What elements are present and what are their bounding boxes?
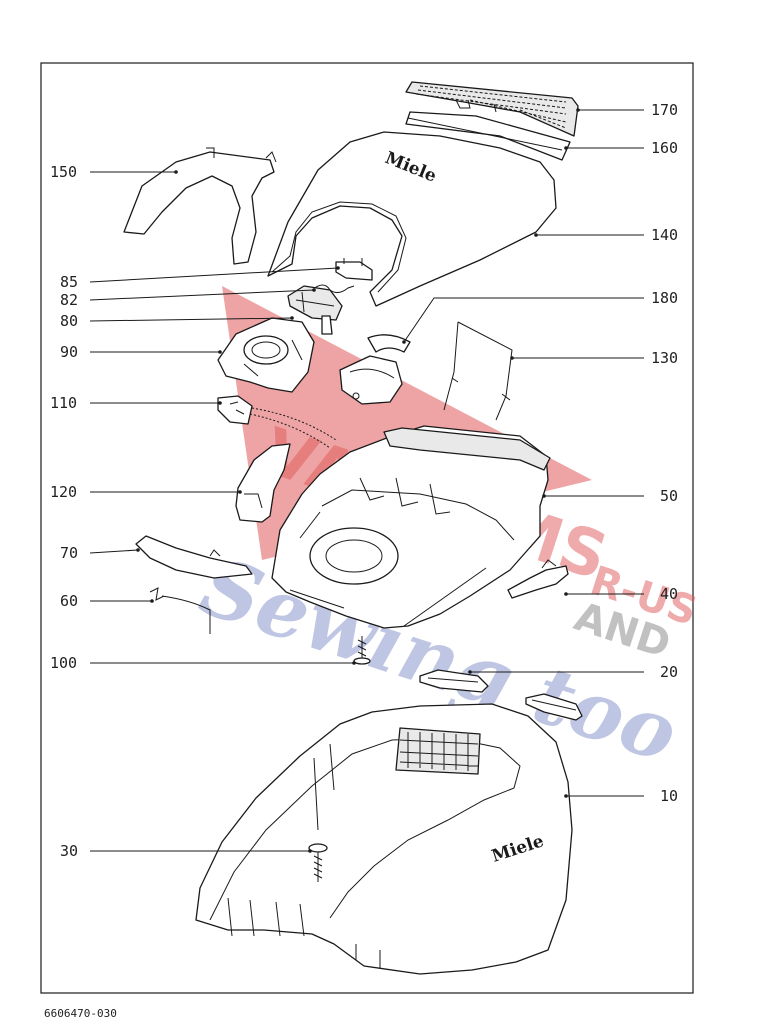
label-85: 85 xyxy=(60,273,78,291)
callout-82: 82 xyxy=(60,288,316,309)
part-140-lid: Miele xyxy=(267,131,557,307)
part-70-bumper-strip xyxy=(135,535,253,579)
callout-150: 150 xyxy=(50,163,178,181)
part-50-top-housing xyxy=(271,425,551,629)
part-30-screw xyxy=(308,843,328,882)
label-100: 100 xyxy=(50,654,77,672)
label-110: 110 xyxy=(50,394,77,412)
callout-130: 130 xyxy=(510,349,678,367)
document-number: 6606470-030 xyxy=(44,1007,117,1020)
label-160: 160 xyxy=(651,139,678,157)
callout-100: 100 xyxy=(50,654,356,672)
label-150: 150 xyxy=(50,163,77,181)
label-90: 90 xyxy=(60,343,78,361)
label-40: 40 xyxy=(660,585,678,603)
part-110-connector-plug xyxy=(217,395,337,449)
label-140: 140 xyxy=(651,226,678,244)
callout-10: 10 xyxy=(564,787,678,805)
part-20-slide-rail xyxy=(419,669,583,721)
callout-160: 160 xyxy=(564,139,678,157)
part-150-carry-handle xyxy=(123,147,277,265)
callout-20: 20 xyxy=(468,663,678,681)
part-100-screw xyxy=(353,636,371,665)
label-170: 170 xyxy=(651,101,678,119)
callout-80: 80 xyxy=(60,312,294,330)
part-40-latch xyxy=(507,559,569,599)
callout-70: 70 xyxy=(60,544,140,562)
label-20: 20 xyxy=(660,663,678,681)
motor-cover xyxy=(339,355,403,405)
part-180-seal-clip xyxy=(367,334,411,353)
callout-110: 110 xyxy=(50,394,222,412)
label-80: 80 xyxy=(60,312,78,330)
callout-180: 180 xyxy=(402,289,678,344)
callout-140: 140 xyxy=(534,226,678,244)
callout-85: 85 xyxy=(60,266,340,291)
drawing-frame xyxy=(40,62,694,994)
label-50: 50 xyxy=(660,487,678,505)
callout-90: 90 xyxy=(60,343,222,361)
callout-40: 40 xyxy=(564,585,678,603)
callout-60: 60 xyxy=(60,592,154,610)
callout-50: 50 xyxy=(542,487,678,505)
part-130-bag-frame-wire xyxy=(443,321,513,421)
part-160-exhaust-filter xyxy=(405,111,571,161)
part-10-base-housing: Miele xyxy=(195,703,573,975)
callout-120: 120 xyxy=(50,483,242,501)
label-180: 180 xyxy=(651,289,678,307)
label-30: 30 xyxy=(60,842,78,860)
label-82: 82 xyxy=(60,291,78,309)
label-130: 130 xyxy=(651,349,678,367)
label-70: 70 xyxy=(60,544,78,562)
label-60: 60 xyxy=(60,592,78,610)
callout-170: 170 xyxy=(576,101,678,119)
part-85-switch-cap xyxy=(335,258,373,281)
part-60-spring-wire xyxy=(149,587,211,634)
callout-30: 30 xyxy=(60,842,312,860)
label-10: 10 xyxy=(660,787,678,805)
part-170-exhaust-filter-grille xyxy=(405,81,579,137)
part-120-latch-lever xyxy=(235,443,291,523)
label-120: 120 xyxy=(50,483,77,501)
part-80-switch-assembly xyxy=(287,285,343,335)
part-90-hose-connector-housing xyxy=(217,317,315,393)
